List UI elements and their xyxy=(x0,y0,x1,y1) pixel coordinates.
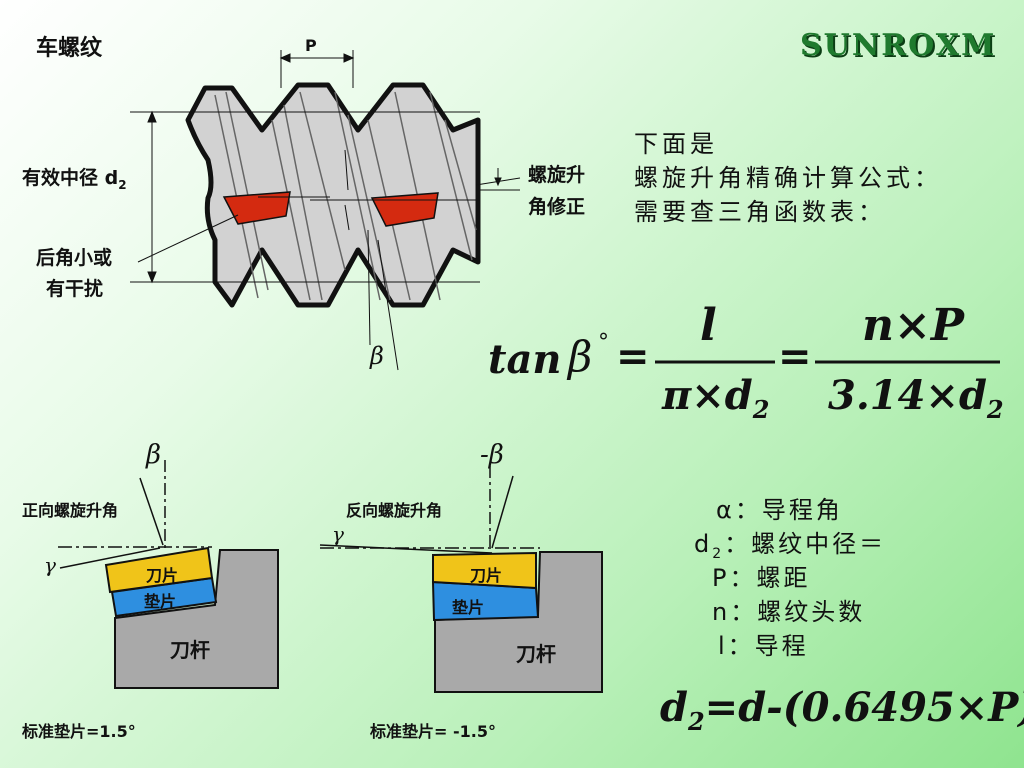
intro-line-2: 螺旋升角精确计算公式： xyxy=(634,164,942,192)
formula-denominator-1: π×d2 xyxy=(662,372,770,424)
legend-alpha: α：导程角 xyxy=(716,496,843,524)
formula-degree: ° xyxy=(598,330,609,355)
right-insert xyxy=(370,192,439,227)
left-tool-blade-label: 刀片 xyxy=(146,566,179,585)
right-tool-title: 反向螺旋升角 xyxy=(346,501,443,520)
formula-numerator-2: n×P xyxy=(862,300,964,351)
formula-equals-1: = xyxy=(616,334,650,380)
formula-equals-2: = xyxy=(778,334,812,380)
helix-correction-label-2: 角修正 xyxy=(528,196,586,218)
left-tool-shim-label: 垫片 xyxy=(144,592,177,611)
sunroxm-logo: SUNROXM xyxy=(800,28,997,63)
thread-beta-symbol: β xyxy=(370,342,384,370)
bottom-formula: d2=d-(0.6495×P) xyxy=(660,684,1024,736)
formula-denominator-2: 3.14×d2 xyxy=(828,372,1004,424)
formula-numerator-1: l xyxy=(700,300,717,351)
formula-tan: tan xyxy=(488,336,562,383)
clearance-label-2: 有干扰 xyxy=(46,278,104,300)
formula-beta: β xyxy=(568,332,593,381)
left-tool-caption: 标准垫片=1.5° xyxy=(22,722,136,741)
pitch-diameter-label: 有效中径 d2 xyxy=(22,167,127,192)
intro-line-1: 下面是 xyxy=(634,130,718,158)
left-tool-beta: β xyxy=(146,440,162,470)
helix-correction-label-1: 螺旋升 xyxy=(528,164,586,186)
legend-d2: d2：螺纹中径＝ xyxy=(694,530,887,562)
pitch-label: P xyxy=(305,36,317,55)
page-title: 车螺纹 xyxy=(36,36,103,61)
left-tool-holder-label: 刀杆 xyxy=(170,638,210,662)
clearance-label-1: 后角小或 xyxy=(36,247,113,269)
dimension-lines xyxy=(130,50,521,371)
intro-line-3: 需要查三角函数表： xyxy=(634,198,886,226)
left-holder xyxy=(114,549,279,689)
right-tool-holder-label: 刀杆 xyxy=(516,642,556,666)
right-tool-beta: -β xyxy=(480,440,504,470)
right-tool-gamma: γ xyxy=(332,522,344,546)
right-blade xyxy=(432,551,537,590)
legend-l: l：导程 xyxy=(718,632,809,660)
left-tool-title: 正向螺旋升角 xyxy=(22,501,119,520)
right-tool-shim-label: 垫片 xyxy=(452,598,485,617)
right-tool-blade-label: 刀片 xyxy=(470,566,503,585)
legend-n: n：螺纹头数 xyxy=(712,598,866,626)
left-blade xyxy=(104,546,214,594)
legend-p: P：螺距 xyxy=(712,564,811,592)
left-insert xyxy=(222,191,291,225)
right-tool xyxy=(319,466,603,693)
thread-diagram xyxy=(130,50,521,371)
left-tool-gamma: γ xyxy=(44,553,56,577)
left-tool xyxy=(58,460,279,689)
right-tool-caption: 标准垫片= -1.5° xyxy=(370,722,496,741)
